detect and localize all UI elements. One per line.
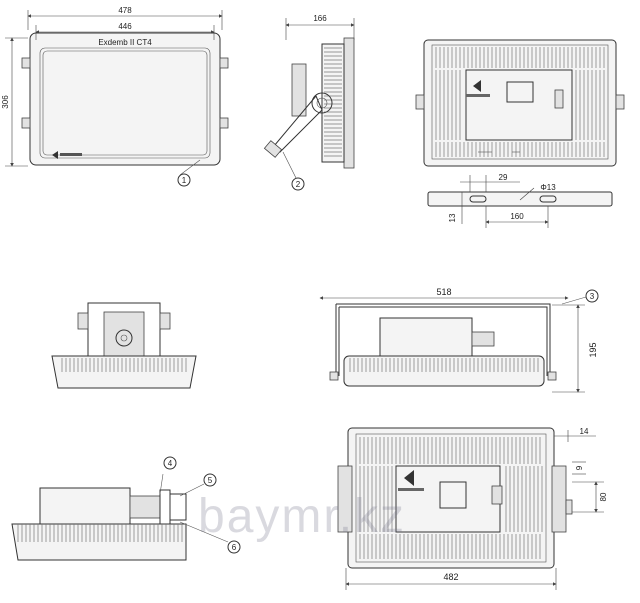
dim-166: 166 <box>313 14 327 23</box>
callout-6: 6 <box>232 543 237 552</box>
top-view: 29 Φ13 13 160 <box>415 39 625 228</box>
dim-phi13: Φ13 <box>540 183 556 192</box>
side-view: 166 2 <box>263 14 355 191</box>
dim-195: 195 <box>588 342 598 357</box>
dim-518: 518 <box>436 287 451 297</box>
section-view: 4 5 6 <box>11 456 241 561</box>
logo-icon <box>466 80 490 97</box>
bracket-view: 518 195 3 <box>319 287 599 393</box>
dim-80: 80 <box>599 492 608 501</box>
dim-13: 13 <box>448 213 457 222</box>
dim-446: 446 <box>118 22 132 31</box>
callout-2: 2 <box>296 180 301 189</box>
dim-306: 306 <box>1 95 10 109</box>
rear-view: 14 9 80 482 <box>337 427 608 590</box>
dim-478: 478 <box>118 6 132 15</box>
dim-29: 29 <box>499 173 508 182</box>
callout-5: 5 <box>208 476 213 485</box>
dim-160: 160 <box>510 212 524 221</box>
logo-icon <box>52 151 82 159</box>
callout-3: 3 <box>590 292 595 301</box>
callout-1: 1 <box>182 176 187 185</box>
callout-4: 4 <box>168 459 173 468</box>
dim-482: 482 <box>443 572 458 582</box>
logo-icon <box>398 470 424 491</box>
dim-14: 14 <box>580 427 589 436</box>
marking-label: Exdemb II CT4 <box>98 38 152 47</box>
watermark: baymr.kz <box>198 490 406 543</box>
end-view <box>51 302 197 389</box>
dim-9: 9 <box>575 465 584 470</box>
front-view: Exdemb II CT4 478 446 306 1 <box>1 6 229 187</box>
